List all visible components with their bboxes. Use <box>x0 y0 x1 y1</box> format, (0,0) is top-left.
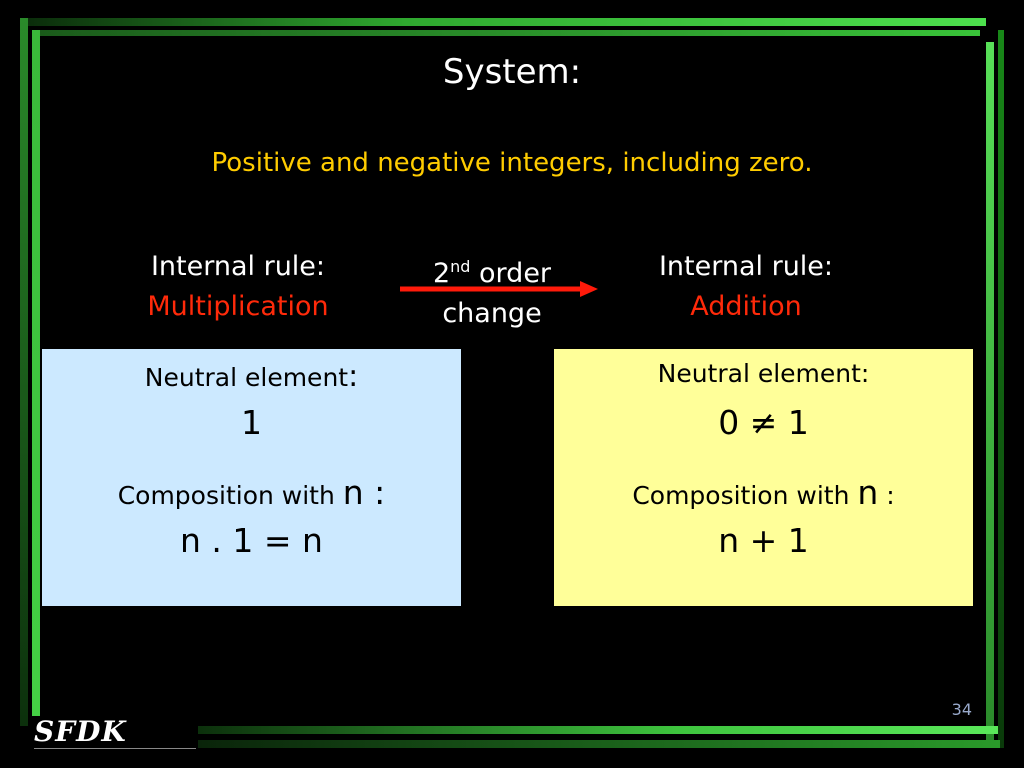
left-composition-text: Composition with <box>117 481 343 510</box>
addition-box: Neutral element: 0 ≠ 1 Composition with … <box>554 349 973 606</box>
right-rule-label: Internal rule: <box>658 251 834 282</box>
frame-right-inner-bar <box>998 30 1004 748</box>
slide-title: System: <box>442 52 582 92</box>
right-composition-value: n + 1 <box>718 521 809 560</box>
right-arrow-icon <box>400 281 598 297</box>
order-superscript: nd <box>450 257 471 276</box>
logo-underline <box>34 746 196 749</box>
frame-left-bar <box>20 18 28 726</box>
left-composition-value: n . 1 = n <box>180 521 323 560</box>
right-neutral-label: Neutral element: <box>657 359 870 388</box>
frame-left-inner-bar <box>32 30 40 716</box>
right-neutral-value: 0 ≠ 1 <box>718 403 809 442</box>
right-rule-value: Addition <box>690 291 802 322</box>
right-composition-label: Composition with n : <box>554 473 973 512</box>
page-number: 34 <box>951 700 972 719</box>
right-composition-colon: : <box>878 481 895 510</box>
slide-subtitle: Positive and negative integers, includin… <box>211 148 813 178</box>
left-neutral-text: Neutral element <box>144 363 349 392</box>
right-rule: Internal rule: Addition <box>626 247 866 327</box>
middle-line2: change <box>442 298 542 329</box>
left-composition-var: n : <box>342 473 386 512</box>
left-rule-value: Multiplication <box>147 291 329 322</box>
left-rule: Internal rule: Multiplication <box>118 247 358 327</box>
right-composition-var: n <box>857 473 879 512</box>
multiplication-box: Neutral element: 1 Composition with n : … <box>42 349 461 606</box>
frame-top-bar <box>20 18 986 26</box>
left-neutral-colon: : <box>348 359 359 394</box>
frame-bottom-outer-bar <box>198 740 1000 748</box>
left-neutral-label: Neutral element: <box>42 359 461 394</box>
order-number: 2 <box>432 258 451 289</box>
frame-bottom-bar <box>198 726 998 734</box>
right-composition-text: Composition with <box>632 481 858 510</box>
left-rule-label: Internal rule: <box>150 251 326 282</box>
sfdk-logo: SFDK <box>34 715 127 748</box>
frame-top-inner-bar <box>32 30 980 36</box>
left-composition-label: Composition with n : <box>42 473 461 512</box>
middle-label: 2nd order change <box>402 247 582 334</box>
left-neutral-value: 1 <box>241 403 262 442</box>
middle-line1: 2nd order <box>402 247 582 294</box>
frame-right-bar <box>986 42 994 742</box>
order-word: order <box>470 258 552 289</box>
